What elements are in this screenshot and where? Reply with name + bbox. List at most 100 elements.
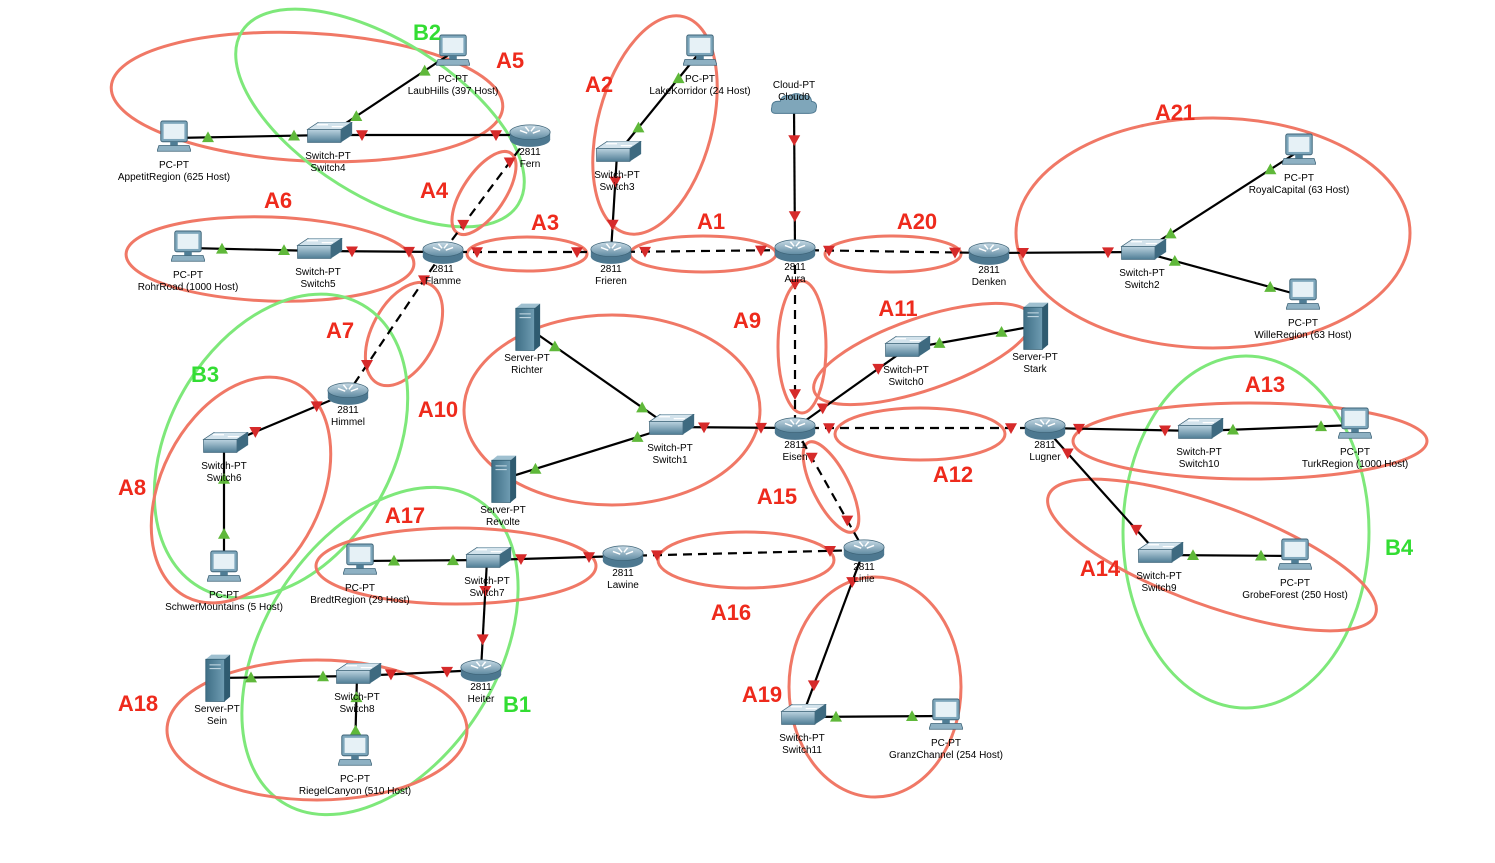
ethernet-link-line[interactable] bbox=[502, 425, 671, 481]
router-icon[interactable] bbox=[774, 239, 816, 263]
ethernet-link-line[interactable] bbox=[609, 153, 619, 253]
switch-icon[interactable] bbox=[465, 547, 512, 569]
link-sein-switch8[interactable] bbox=[216, 670, 358, 683]
switch-icon[interactable] bbox=[884, 336, 931, 358]
router-icon[interactable] bbox=[843, 539, 885, 563]
pc-icon[interactable] bbox=[1282, 133, 1316, 165]
ethernet-link-line[interactable] bbox=[794, 348, 907, 429]
link-switch3-pc-lake[interactable] bbox=[616, 51, 701, 155]
link-cloud0-aura[interactable] bbox=[788, 105, 801, 251]
ethernet-link-line[interactable] bbox=[216, 674, 358, 680]
serial-link-line[interactable] bbox=[442, 134, 531, 253]
ethernet-link-line[interactable] bbox=[327, 51, 454, 136]
switch-icon[interactable] bbox=[202, 432, 249, 454]
switch-icon[interactable] bbox=[1120, 239, 1167, 261]
router-icon[interactable] bbox=[460, 659, 502, 683]
router-icon[interactable] bbox=[1024, 417, 1066, 441]
link-flamme-fern[interactable] bbox=[442, 134, 531, 253]
pc-icon[interactable] bbox=[683, 34, 717, 66]
serial-link-line[interactable] bbox=[794, 427, 865, 551]
server-icon[interactable] bbox=[205, 654, 231, 702]
link-flamme-frieren[interactable] bbox=[443, 247, 611, 258]
server-icon[interactable] bbox=[515, 303, 541, 351]
pc-icon[interactable] bbox=[1338, 407, 1372, 439]
link-aura-denken[interactable] bbox=[794, 245, 990, 259]
ethernet-link-line[interactable] bbox=[359, 558, 488, 563]
router-icon[interactable] bbox=[509, 124, 551, 148]
pc-icon[interactable] bbox=[171, 230, 205, 262]
link-pc-bredt-switch7[interactable] bbox=[359, 554, 488, 566]
switch-icon[interactable] bbox=[1137, 542, 1184, 564]
link-eisen-lugner[interactable] bbox=[795, 423, 1045, 434]
ethernet-link-line[interactable] bbox=[1141, 250, 1304, 298]
router-icon[interactable] bbox=[602, 545, 644, 569]
link-switch4-pc-laubhills[interactable] bbox=[327, 51, 454, 136]
pc-icon[interactable] bbox=[343, 543, 377, 575]
server-icon[interactable] bbox=[491, 455, 517, 503]
ethernet-link-line[interactable] bbox=[1198, 423, 1356, 433]
link-aura-eisen[interactable] bbox=[789, 250, 801, 428]
router-icon[interactable] bbox=[590, 241, 632, 265]
serial-link-line[interactable] bbox=[347, 251, 444, 394]
link-switch4-fern[interactable] bbox=[328, 130, 530, 141]
link-pc-appetit-switch4[interactable] bbox=[173, 129, 329, 143]
link-flamme-himmel[interactable] bbox=[347, 251, 444, 394]
ethernet-link-line[interactable] bbox=[792, 105, 797, 251]
link-switch7-heiter[interactable] bbox=[476, 559, 492, 671]
ethernet-link-line[interactable] bbox=[1044, 426, 1200, 433]
pc-icon[interactable] bbox=[1278, 538, 1312, 570]
link-switch6-pc-schwer[interactable] bbox=[218, 445, 230, 568]
ethernet-link-line[interactable] bbox=[1044, 427, 1160, 556]
switch-icon[interactable] bbox=[296, 238, 343, 260]
pc-icon[interactable] bbox=[338, 734, 372, 766]
pc-icon[interactable] bbox=[436, 34, 470, 66]
link-lugner-switch10[interactable] bbox=[1044, 423, 1200, 437]
server-icon[interactable] bbox=[1023, 302, 1049, 350]
ethernet-link-line[interactable] bbox=[988, 250, 1143, 255]
switch-icon[interactable] bbox=[306, 122, 353, 144]
switch-icon[interactable] bbox=[1177, 418, 1224, 440]
switch-icon[interactable] bbox=[335, 663, 382, 685]
link-lawine-linie[interactable] bbox=[622, 546, 865, 562]
link-denken-switch2[interactable] bbox=[988, 247, 1143, 259]
router-icon[interactable] bbox=[968, 242, 1010, 266]
serial-link-line[interactable] bbox=[610, 248, 796, 254]
switch-icon[interactable] bbox=[595, 141, 642, 163]
pc-icon[interactable] bbox=[207, 550, 241, 582]
link-eisen-linie[interactable] bbox=[794, 427, 865, 551]
